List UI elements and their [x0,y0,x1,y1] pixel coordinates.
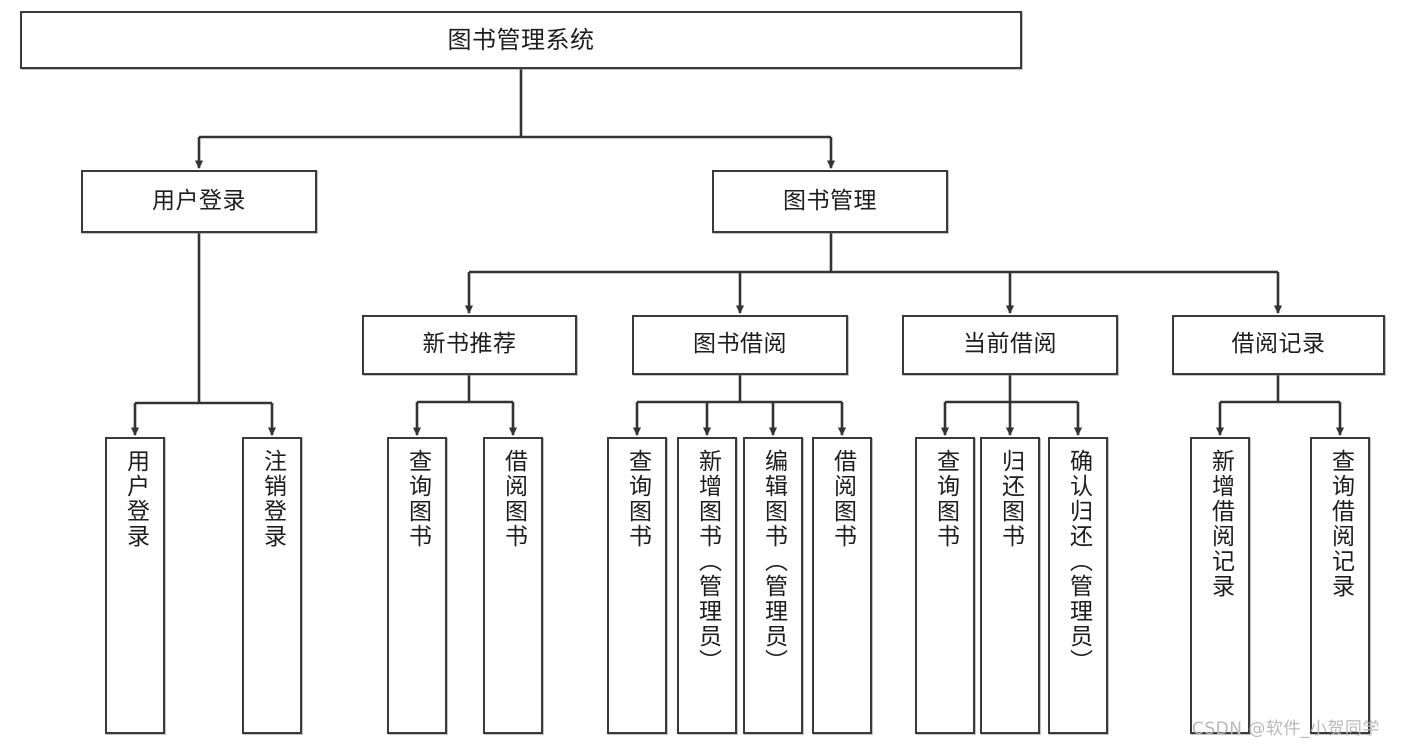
node-label: 新增图书（管理员） [694,449,721,674]
node-current-borrow[interactable]: 当前借阅 [902,315,1118,375]
node-label: 注销登录 [259,449,286,549]
node-leaf-borrow-book-1[interactable]: 借阅图书 [483,437,543,734]
node-leaf-add-record[interactable]: 新增借阅记录 [1190,437,1250,734]
node-label: 新增借阅记录 [1207,449,1234,599]
node-root-system[interactable]: 图书管理系统 [20,11,1022,69]
node-leaf-query-book-3[interactable]: 查询图书 [915,437,975,734]
node-label: 当前借阅 [963,331,1057,358]
node-label: 借阅记录 [1231,331,1326,358]
node-label: 图书借阅 [693,331,787,358]
node-label: 查询借阅记录 [1327,449,1354,599]
node-label: 确认归还（管理员） [1065,449,1092,674]
node-label: 借阅图书 [500,449,527,549]
node-book-manage[interactable]: 图书管理 [712,170,948,233]
node-label: 查询图书 [932,449,959,549]
node-label: 用户登录 [122,449,149,549]
node-borrow-record[interactable]: 借阅记录 [1172,315,1385,375]
node-leaf-query-record[interactable]: 查询借阅记录 [1310,437,1370,734]
node-label: 编辑图书（管理员） [760,449,787,674]
node-leaf-query-book-2[interactable]: 查询图书 [607,437,667,734]
node-user-login[interactable]: 用户登录 [81,170,317,233]
node-label: 用户登录 [152,187,246,214]
node-new-book-recommend[interactable]: 新书推荐 [362,315,577,375]
node-label: 图书管理系统 [447,25,595,54]
node-label: 新书推荐 [422,331,517,358]
node-leaf-logout[interactable]: 注销登录 [242,437,302,734]
node-book-borrow[interactable]: 图书借阅 [632,315,848,375]
node-label: 归还图书 [997,449,1024,549]
node-label: 图书管理 [783,187,877,214]
node-leaf-query-book-1[interactable]: 查询图书 [387,437,447,734]
node-leaf-edit-book[interactable]: 编辑图书（管理员） [743,437,803,734]
node-leaf-return-book[interactable]: 归还图书 [980,437,1040,734]
node-leaf-add-book[interactable]: 新增图书（管理员） [677,437,737,734]
csdn-watermark: CSDN @软件_小贺同学 [1192,719,1380,739]
node-leaf-user-login[interactable]: 用户登录 [105,437,165,734]
node-leaf-confirm-return[interactable]: 确认归还（管理员） [1048,437,1108,734]
node-leaf-borrow-book-2[interactable]: 借阅图书 [812,437,872,734]
node-label: 查询图书 [404,449,431,549]
node-label: 查询图书 [624,449,651,549]
node-label: 借阅图书 [829,449,856,549]
